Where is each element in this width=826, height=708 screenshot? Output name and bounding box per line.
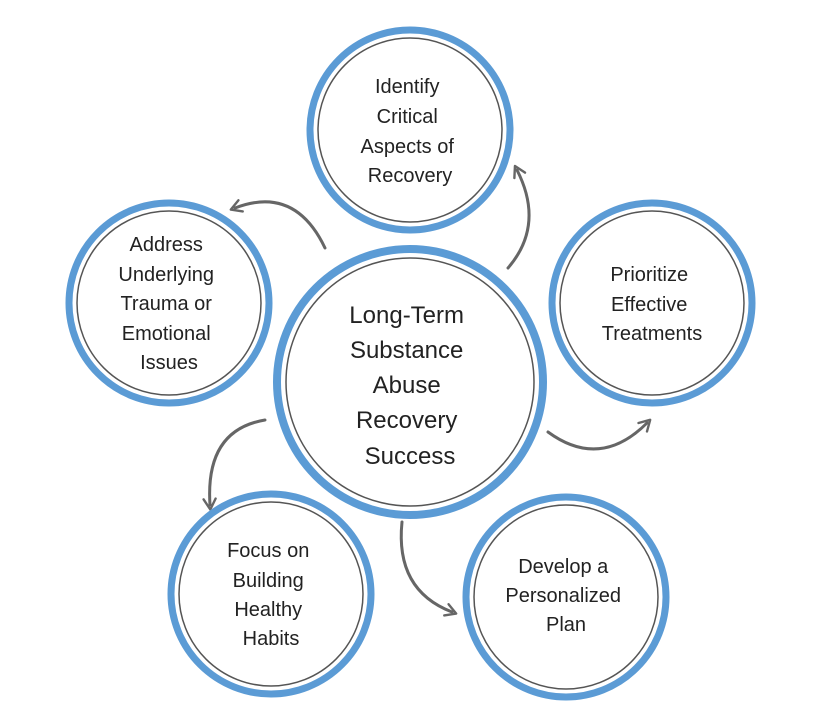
node-develop-label: Develop a Personalized Plan: [505, 556, 626, 636]
node-address-inner-ring: [76, 210, 262, 396]
node-identify-line-3: Aspects of: [361, 136, 455, 158]
node-develop-line-2: Personalized: [505, 585, 621, 607]
node-identify-line-2: Critical: [377, 106, 438, 128]
arrow-center-to-focus: [202, 418, 267, 511]
node-focus-label: Focus on Building Healthy Habits: [227, 540, 315, 650]
node-focus-line-2: Building: [233, 570, 304, 592]
node-address-line-2: Underlying: [118, 264, 214, 286]
node-identify-line-4: Recovery: [368, 165, 452, 187]
node-prioritize-line-2: Effective: [611, 294, 687, 316]
center-line-1: Long-Term: [349, 302, 464, 329]
center-line-2: Substance: [350, 337, 463, 364]
node-identify-label: Identify Critical Aspects of Recovery: [361, 76, 460, 187]
node-identify-inner-ring: [317, 37, 503, 223]
node-prioritize: Prioritize Effective Treatments: [548, 199, 756, 407]
node-develop: Develop a Personalized Plan: [462, 493, 670, 701]
node-address: Address Underlying Trauma or Emotional I…: [65, 199, 273, 407]
node-address-line-3: Trauma or: [120, 293, 212, 315]
node-focus-inner-ring: [178, 501, 364, 687]
center-line-5: Success: [365, 443, 456, 470]
node-prioritize-label: Prioritize Effective Treatments: [602, 264, 702, 345]
arrow-center-to-address: [229, 199, 327, 250]
node-develop-line-3: Plan: [546, 614, 586, 636]
arrow-center-to-identify: [506, 164, 531, 270]
node-prioritize-inner-ring: [559, 210, 745, 396]
node-address-line-5: Issues: [140, 352, 198, 374]
center-inner-ring: [285, 257, 535, 507]
node-address-label: Address Underlying Trauma or Emotional I…: [118, 234, 219, 374]
node-address-line-1: Address: [130, 234, 203, 256]
node-identify: Identify Critical Aspects of Recovery: [306, 26, 514, 234]
node-address-line-4: Emotional: [122, 323, 211, 345]
arrow-center-to-develop: [399, 520, 458, 617]
node-prioritize-line-1: Prioritize: [610, 264, 688, 286]
node-identify-line-1: Identify: [375, 76, 439, 98]
center-line-4: Recovery: [356, 407, 457, 434]
center-line-3: Abuse: [373, 372, 441, 399]
node-focus: Focus on Building Healthy Habits: [167, 490, 375, 698]
node-focus-line-3: Healthy: [234, 599, 302, 621]
arrow-center-to-prioritize: [546, 418, 652, 451]
node-develop-line-1: Develop a: [518, 556, 609, 578]
node-prioritize-line-3: Treatments: [602, 323, 702, 345]
center-node: Long-Term Substance Abuse Recovery Succe…: [273, 245, 547, 519]
node-develop-inner-ring: [473, 504, 659, 690]
node-focus-line-4: Habits: [243, 628, 300, 650]
node-focus-line-1: Focus on: [227, 540, 309, 562]
center-title: Long-Term Substance Abuse Recovery Succe…: [349, 302, 470, 470]
